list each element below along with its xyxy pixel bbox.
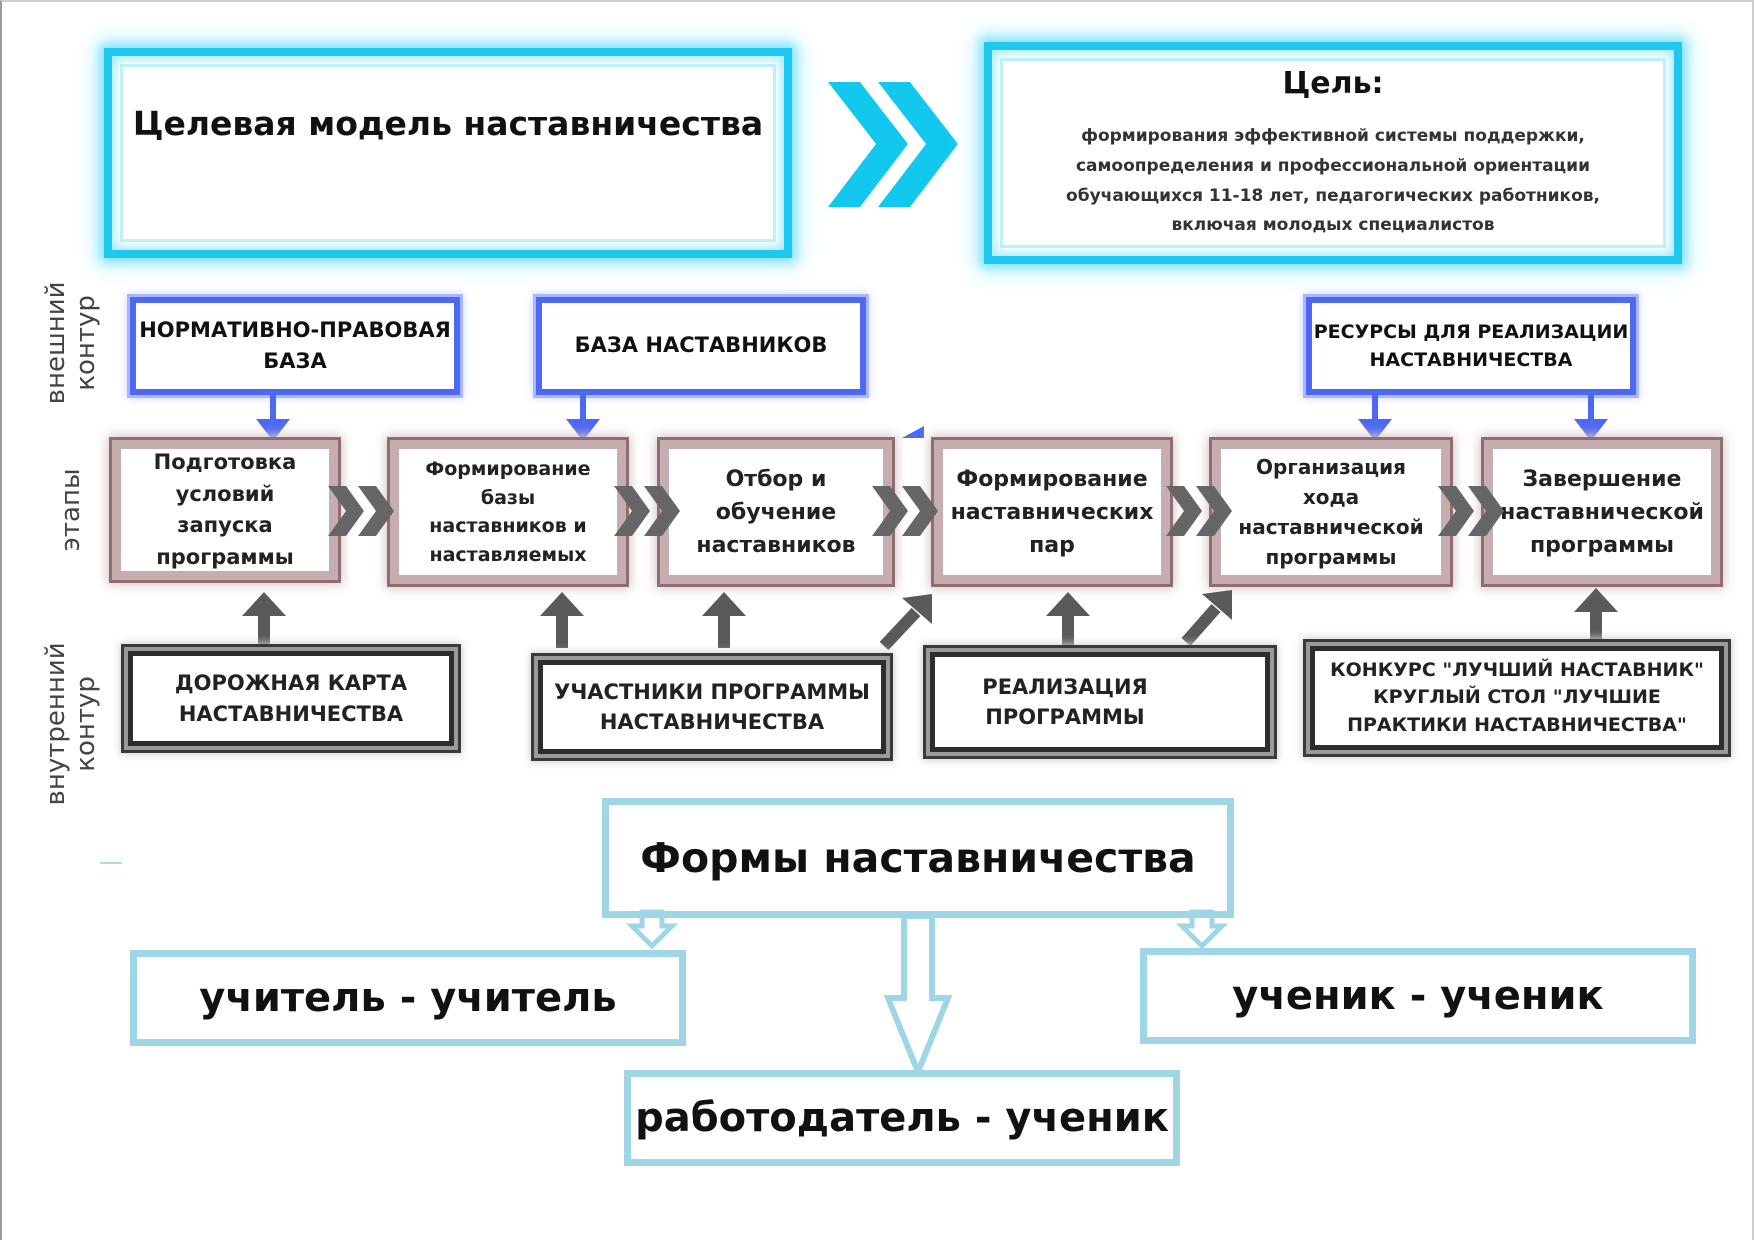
arrow-up-icon — [540, 592, 584, 648]
mentors-base-box: БАЗА НАСТАВНИКОВ — [536, 297, 866, 395]
model-title: Целевая модель наставничества — [132, 104, 764, 143]
arrow-down-icon — [566, 395, 600, 441]
stage-6-box: Завершение наставнической программы — [1484, 440, 1720, 584]
double-chevron-icon — [828, 82, 958, 207]
stage-3-box: Отбор и обучение наставников — [660, 440, 892, 584]
implementation-box: РЕАЛИЗАЦИЯ ПРОГРАММЫ — [930, 652, 1270, 752]
arrow-diagonal-icon — [1181, 590, 1232, 646]
arrow-up-icon — [1046, 592, 1090, 648]
participants-box: УЧАСТНИКИ ПРОГРАММЫ НАСТАВНИЧЕСТВА — [538, 660, 886, 754]
arrow-diagonal-icon — [879, 594, 932, 651]
arrow-down-icon — [256, 395, 290, 441]
double-chevron-icon — [1166, 486, 1232, 536]
stage-5-box: Организация хода наставнической программ… — [1212, 440, 1450, 584]
stage-2-box: Формирование базы наставников и наставля… — [390, 440, 626, 584]
double-chevron-icon — [1438, 486, 1504, 536]
goal-text: формирования эффективной системы поддерж… — [1066, 126, 1600, 236]
double-chevron-icon — [872, 486, 938, 536]
double-chevron-icon — [614, 486, 680, 536]
arrow-down-outline-icon — [883, 913, 953, 1080]
stage-1-box: Подготовка условий запуска программы — [112, 440, 338, 580]
double-chevron-icon — [328, 486, 394, 536]
arrow-up-icon — [242, 592, 286, 648]
resources-box: РЕСУРСЫ ДЛЯ РЕАЛИЗАЦИИ НАСТАВНИЧЕСТВА — [1306, 297, 1636, 395]
stage-4-box: Формирование наставнических пар — [934, 440, 1170, 584]
arrow-down-icon — [1574, 395, 1608, 441]
form-employer-student-box: работодатель - ученик — [624, 1070, 1180, 1166]
form-student-student-box: ученик - ученик — [1140, 948, 1696, 1044]
arrow-down-outline-icon — [1175, 909, 1229, 950]
marker-icon — [902, 426, 924, 438]
label-outer-contour: внешний контур — [41, 281, 101, 405]
legal-base-box: НОРМАТИВНО-ПРАВОВАЯ БАЗА — [130, 297, 460, 395]
goal-box: Цель: формирования эффективной системы п… — [984, 42, 1682, 264]
model-title-box: Целевая модель наставничества — [104, 48, 792, 258]
label-stages: этапы — [56, 468, 87, 552]
arrow-up-icon — [1574, 588, 1618, 646]
arrow-down-icon — [1358, 395, 1392, 441]
arrow-down-outline-icon — [625, 909, 679, 950]
forms-title-box: Формы наставничества — [602, 798, 1234, 918]
separator-dash — [100, 862, 122, 864]
contest-box: КОНКУРС "ЛУЧШИЙ НАСТАВНИК" КРУГЛЫЙ СТОЛ … — [1310, 646, 1724, 750]
arrow-up-icon — [702, 592, 746, 648]
goal-title: Цель: — [1282, 66, 1384, 101]
label-inner-contour: внутренний контур — [41, 642, 101, 806]
roadmap-box: ДОРОЖНАЯ КАРТА НАСТАВНИЧЕСТВА — [128, 651, 454, 746]
form-teacher-teacher-box: учитель - учитель — [130, 950, 686, 1046]
